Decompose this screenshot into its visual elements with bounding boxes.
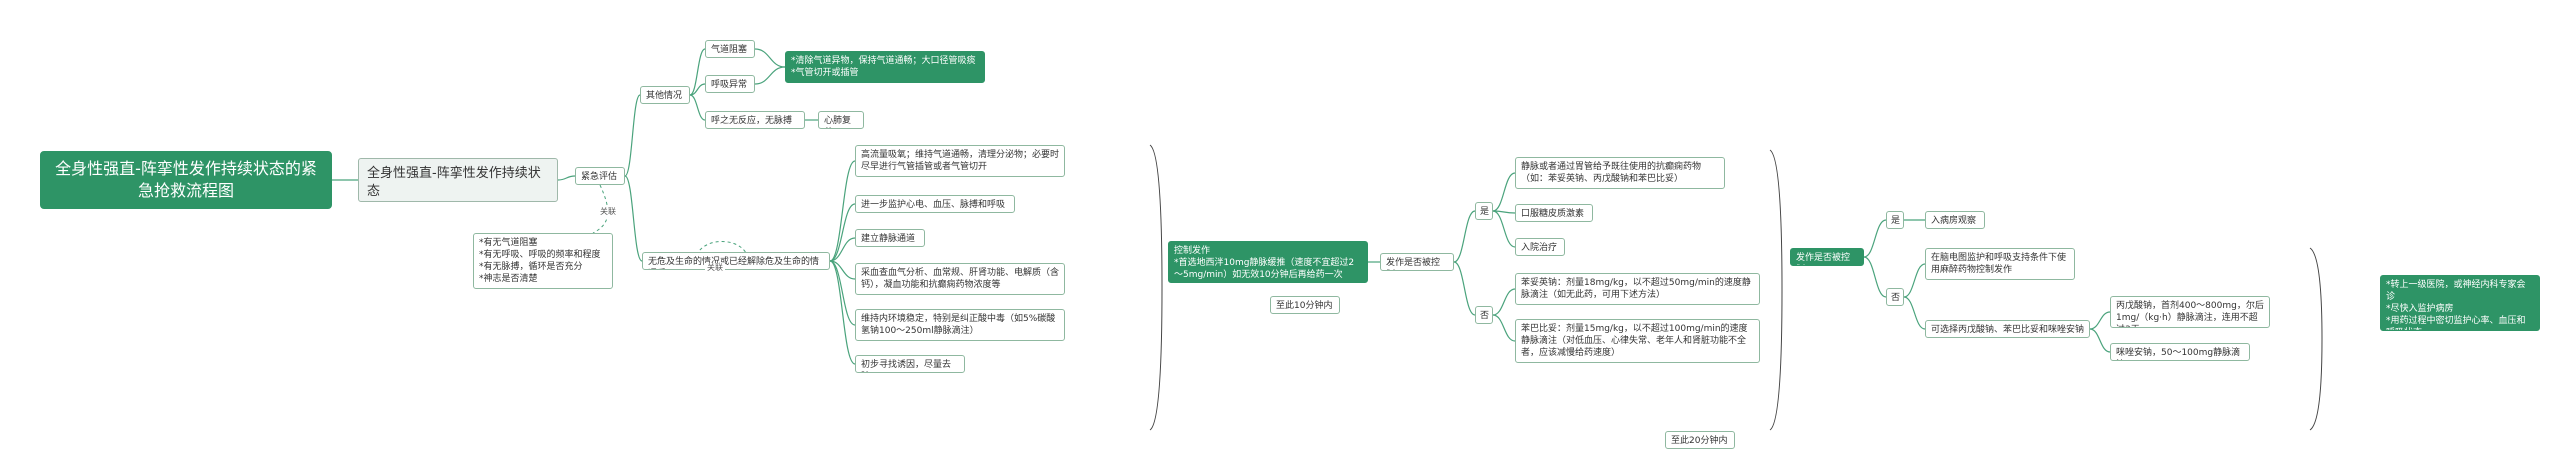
link-other-airway: [689, 48, 706, 96]
yes-oral-aed[interactable]: 静脉或者通过胃管给予既往使用的抗癫痫药物（如：苯妥英钠、丙戊酸钠和苯巴比妥）: [1515, 157, 1725, 189]
link-q2-yes: [1863, 219, 1887, 258]
anesthesia-control[interactable]: 在脑电图监护和呼吸支持条件下使用麻醉药物控制发作: [1925, 248, 2075, 280]
airway-obstruction[interactable]: 气道阻塞: [705, 40, 755, 58]
link-m2-m3: [2089, 311, 2111, 330]
yes-hospital[interactable]: 入院治疗: [1515, 238, 1565, 256]
link-nd-a6: [829, 260, 856, 365]
branch-yes-1[interactable]: 是: [1475, 202, 1493, 220]
within-10-min[interactable]: 至此10分钟内: [1270, 296, 1340, 314]
link-nd-a2: [829, 203, 856, 262]
bracket-first-line: [1769, 149, 1783, 431]
link-m2-m4: [2089, 328, 2111, 353]
bracket-second-line: [2309, 247, 2323, 431]
unresponsive-no-pulse[interactable]: 呼之无反应，无脉搏: [705, 111, 805, 129]
branch-yes-2[interactable]: 是: [1886, 211, 1904, 229]
link-yes-y1: [1492, 172, 1516, 212]
root-title[interactable]: 全身性强直-阵挛性发作持续状态的紧急抢救流程图: [40, 151, 332, 209]
seizure-controlled-question-1[interactable]: 发作是否被控制: [1380, 253, 1454, 271]
final-actions[interactable]: *转上一级医院，或神经内科专家会诊 *尽快入监护病房 *用药过程中密切监护心率、…: [2380, 275, 2540, 331]
link-label-2: 关联: [705, 263, 725, 273]
link-no2-m2: [1903, 296, 1926, 330]
seizure-controlled-question-2[interactable]: 发作是否被控制: [1790, 248, 1864, 266]
action-oxygen-airway[interactable]: 高流量吸氧；维持气道通畅，清理分泌物；必要时尽早进行气管插管或者气管切开: [855, 145, 1065, 177]
action-acidosis[interactable]: 维持内环境稳定，特别是纠正酸中毒（如5%碳酸氢钠100～250ml静脉滴注）: [855, 309, 1065, 341]
action-monitoring[interactable]: 进一步监护心电、血压、脉搏和呼吸: [855, 195, 1015, 213]
link-nd-a3: [829, 237, 856, 262]
action-iv-access[interactable]: 建立静脉通道: [855, 229, 925, 247]
no-phenobarbital[interactable]: 苯巴比妥：剂量15mg/kg，以不超过100mg/min的速度静脉滴注（对低血压…: [1515, 319, 1760, 363]
no-phenytoin[interactable]: 苯妥英钠：剂量18mg/kg，以不超过50mg/min的速度静脉滴注（如无此药，…: [1515, 273, 1760, 305]
link-association-1: [592, 184, 609, 234]
other-situations[interactable]: 其他情况: [640, 86, 690, 104]
admit-ward[interactable]: 入病房观察: [1925, 211, 1985, 229]
link-label-1: 关联: [598, 207, 618, 217]
link-airway-action: [754, 48, 786, 68]
link-other-cardiac: [689, 94, 706, 121]
action-find-cause[interactable]: 初步寻找诱因，尽量去除: [855, 355, 965, 373]
airway-action[interactable]: *清除气道异物，保持气道通畅；大口径管吸痰 *气管切开或插管: [785, 51, 985, 83]
link-no-n1: [1492, 288, 1516, 316]
drug-options[interactable]: 可选择丙戊酸钠、苯巴比妥和咪唑安钠: [1925, 320, 2090, 338]
no-life-threat[interactable]: 无危及生命的情况或已经解除危及生命的情况后: [642, 252, 830, 270]
link-no2-m1: [1903, 263, 1926, 298]
subtopic-status-epilepticus[interactable]: 全身性强直-阵挛性发作持续状态 （癫痫持续状态）: [358, 158, 558, 202]
link-association-2: [697, 241, 746, 253]
abnormal-breathing[interactable]: 呼吸异常: [705, 75, 755, 93]
link-emergency-other: [624, 94, 641, 177]
assessment-checklist[interactable]: *有无气道阻塞 *有无呼吸、呼吸的频率和程度 *有无脉搏，循环是否充分 *神志是…: [473, 233, 613, 289]
emergency-assessment[interactable]: 紧急评估: [575, 167, 625, 185]
cpr[interactable]: 心肺复苏: [818, 111, 864, 129]
action-blood-tests[interactable]: 采血查血气分析、血常规、肝肾功能、电解质（含钙），凝血功能和抗癫痫药物浓度等: [855, 263, 1065, 295]
link-q1-yes: [1453, 210, 1476, 263]
control-seizure-diazepam[interactable]: 控制发作 *首选地西泮10mg静脉缓推（速度不宜超过2～5mg/min）如无效1…: [1168, 241, 1368, 283]
branch-no-1[interactable]: 否: [1475, 306, 1493, 324]
link-sub-emergency: [557, 175, 576, 181]
yes-steroid[interactable]: 口服糖皮质激素: [1515, 204, 1593, 222]
link-breath-action: [754, 66, 786, 85]
link-q1-no: [1453, 261, 1476, 316]
within-20-min[interactable]: 至此20分钟内: [1665, 431, 1735, 449]
link-nd-a1: [829, 160, 856, 262]
link-other-breath: [689, 83, 706, 96]
link-emergency-nodanger: [624, 175, 643, 262]
link-no-n2: [1492, 314, 1516, 342]
link-yes-y3: [1492, 210, 1516, 248]
link-q2-no: [1863, 256, 1887, 298]
bracket-actions: [1149, 144, 1163, 431]
valproate-dosing[interactable]: 丙戊酸钠，首剂400～800mg，尔后1mg/（kg·h）静脉滴注，连用不超过3…: [2110, 296, 2270, 328]
branch-no-2[interactable]: 否: [1886, 288, 1904, 306]
link-nd-a5: [829, 260, 856, 326]
midazolam-dosing[interactable]: 咪唑安钠，50～100mg静脉滴注: [2110, 343, 2250, 361]
